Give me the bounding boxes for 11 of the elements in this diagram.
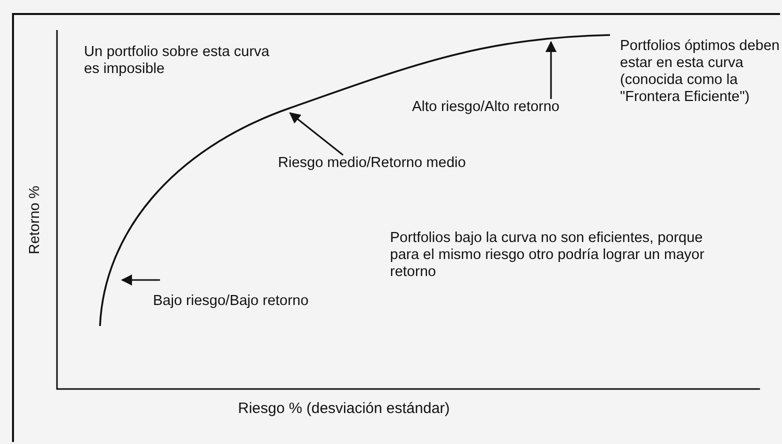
note-text: Portfolios bajo la curva no son eficientes, porque para el mismo riesgo otro podría lograr un mayor retorno [390, 230, 706, 281]
arrow [289, 112, 344, 156]
note-text: Portfolios óptimos deben estar en esta curva (conocida como la "Frontera Eficiente") [620, 38, 780, 106]
arrow [120, 274, 160, 286]
note-text: Un portfolio sobre esta curva es imposible [84, 44, 270, 78]
annotation-text: Alto riesgo/Alto retorno [412, 99, 560, 115]
arrow [545, 40, 557, 99]
y-axis-title: Retorno % [27, 186, 43, 254]
annotation-text: Bajo riesgo/Bajo retorno [153, 293, 309, 309]
annotation-text: Riesgo medio/Retorno medio [278, 155, 466, 171]
x-axis-title: Riesgo % (desviación estándar) [238, 400, 450, 417]
